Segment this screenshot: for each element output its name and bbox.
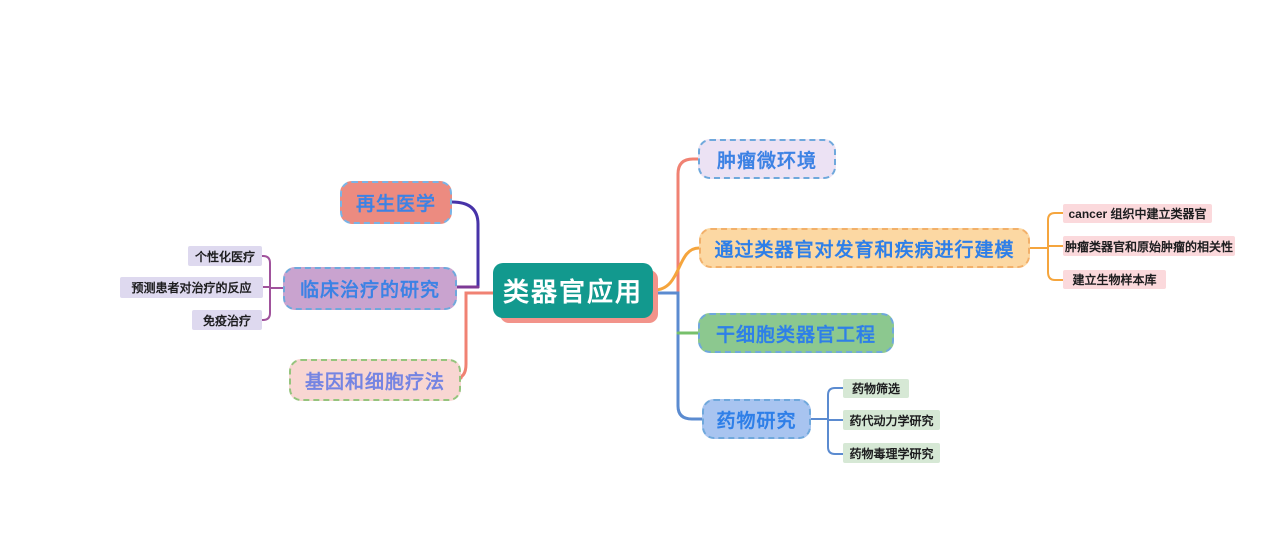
- node-clinical-label: 临床治疗的研究: [299, 280, 440, 301]
- connector-drug-children-bracket: [827, 387, 844, 455]
- connector-modeling-children-bracket: [1047, 212, 1064, 281]
- node-tumor-microenvironment[interactable]: 肿瘤微环境: [698, 139, 836, 179]
- node-pharmacokinetics-label: 药代动力学研究: [849, 413, 934, 428]
- node-center-label: 类器官应用: [502, 277, 643, 307]
- node-tumor-organoid-correlation[interactable]: 肿瘤类器官和原始肿瘤的相关性: [1063, 236, 1235, 256]
- node-biobank[interactable]: 建立生物样本库: [1063, 270, 1166, 289]
- node-toxicology[interactable]: 药物毒理学研究: [843, 443, 940, 463]
- connector-modeling: [652, 246, 701, 292]
- node-immunotherapy[interactable]: 免疫治疗: [192, 310, 262, 330]
- node-personalized-medicine[interactable]: 个性化医疗: [188, 246, 262, 266]
- connector-clinical-children-bracket: [261, 255, 271, 321]
- node-tumor-label: 肿瘤微环境: [716, 150, 817, 172]
- connector-gene-therapy: [455, 291, 495, 380]
- node-toxicology-label: 药物毒理学研究: [849, 446, 934, 461]
- node-center-topic[interactable]: 类器官应用: [493, 263, 653, 318]
- node-regenerative-label: 再生医学: [355, 194, 436, 215]
- node-modeling-label: 通过类器官对发育和疾病进行建模: [714, 239, 1015, 261]
- connector-tumor-micro: [676, 157, 700, 295]
- node-stem-cell-organoid-engineering[interactable]: 干细胞类器官工程: [698, 313, 894, 353]
- node-drug-research[interactable]: 药物研究: [702, 399, 811, 439]
- node-drug-label: 药物研究: [716, 410, 797, 432]
- connector-drug: [651, 291, 704, 421]
- node-immunotherapy-label: 免疫治疗: [202, 313, 251, 328]
- node-stem-cell-label: 干细胞类器官工程: [715, 324, 876, 346]
- node-development-disease-modeling[interactable]: 通过类器官对发育和疾病进行建模: [699, 228, 1030, 268]
- node-biobank-label: 建立生物样本库: [1072, 273, 1157, 287]
- node-gene-cell-therapy[interactable]: 基因和细胞疗法: [289, 359, 461, 401]
- node-correlation-label: 肿瘤类器官和原始肿瘤的相关性: [1065, 239, 1234, 254]
- node-drug-screening[interactable]: 药物筛选: [843, 379, 909, 398]
- node-cancer-tissue-label: cancer 组织中建立类器官: [1068, 207, 1207, 221]
- node-predict-label: 预测患者对治疗的反应: [131, 281, 252, 295]
- node-regenerative-medicine[interactable]: 再生医学: [340, 181, 452, 224]
- node-drug-screening-label: 药物筛选: [851, 382, 900, 396]
- node-gene-label: 基因和细胞疗法: [304, 371, 445, 393]
- node-cancer-tissue-organoid[interactable]: cancer 组织中建立类器官: [1063, 204, 1212, 223]
- node-clinical-research[interactable]: 临床治疗的研究: [283, 267, 457, 310]
- node-pharmacokinetics[interactable]: 药代动力学研究: [843, 410, 940, 430]
- node-personalized-label: 个性化医疗: [194, 249, 255, 264]
- node-predict-response[interactable]: 预测患者对治疗的反应: [120, 277, 263, 298]
